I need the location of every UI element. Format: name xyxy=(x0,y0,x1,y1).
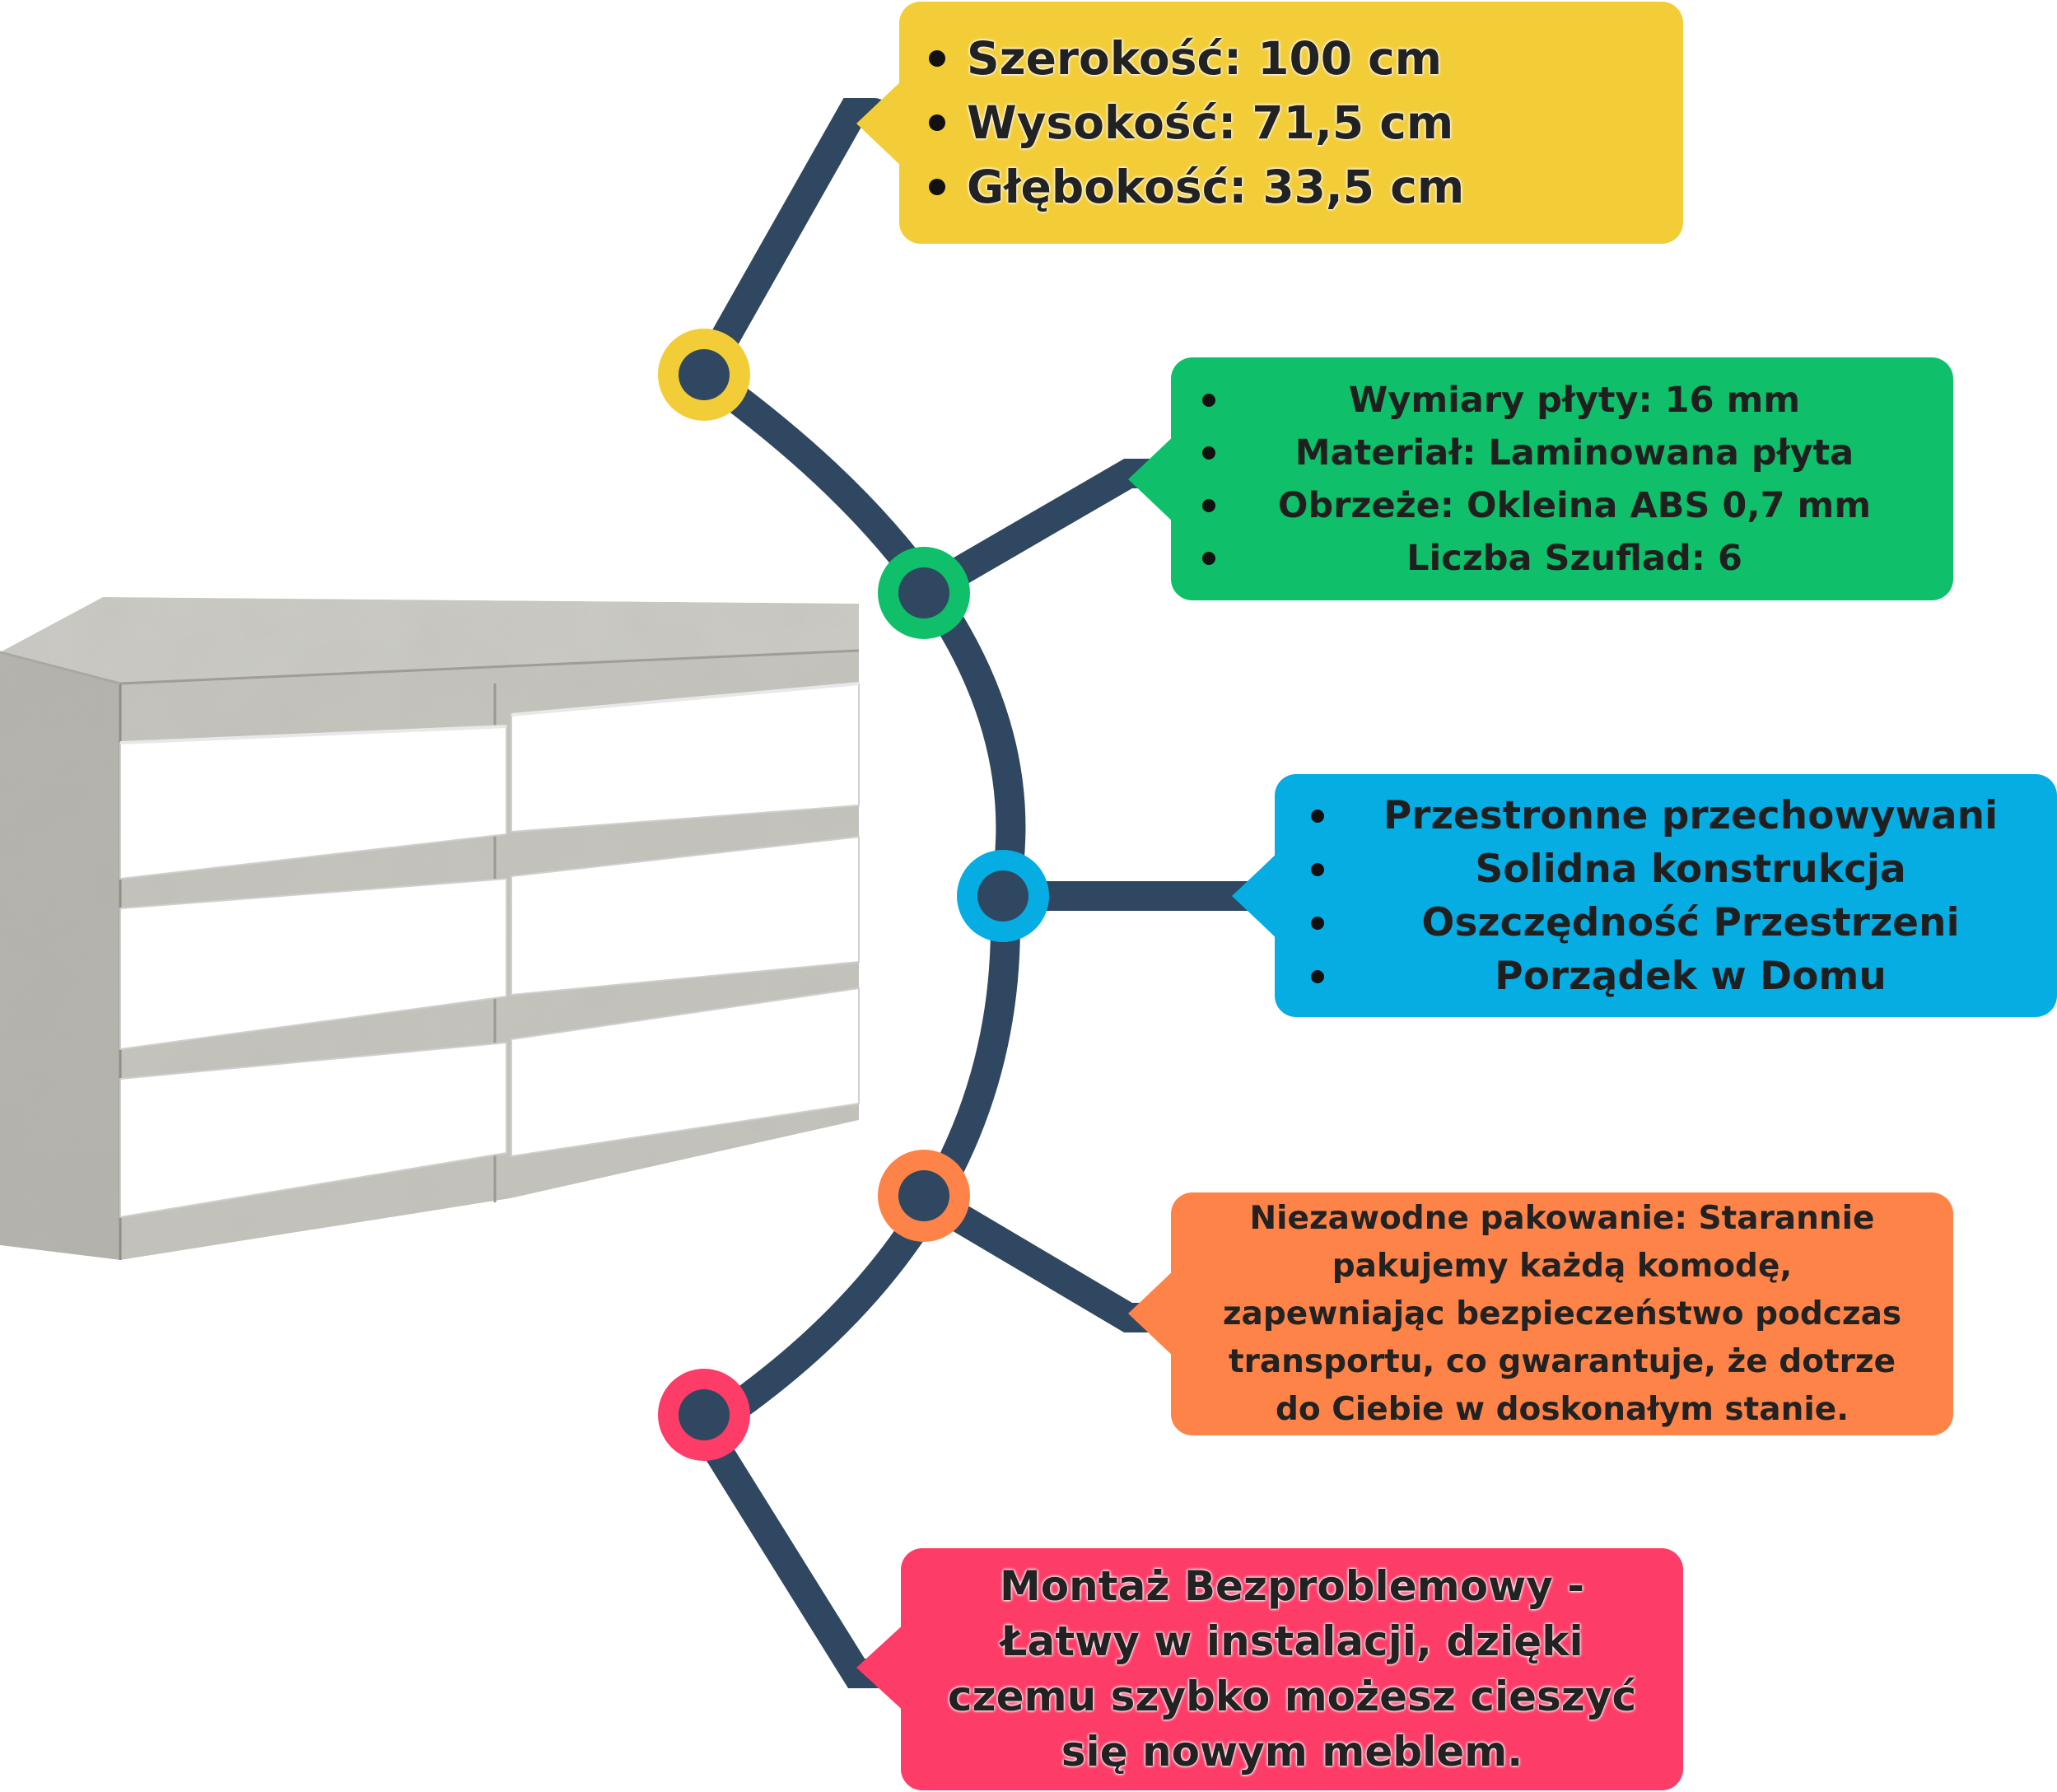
bullet-icon xyxy=(1202,393,1215,407)
material-item: Liczba Szuflad: 6 xyxy=(1171,532,1953,585)
bullet-icon xyxy=(1202,446,1215,460)
benefit-construction: Solidna konstrukcja xyxy=(1475,846,1906,892)
dimension-depth: Głębokość: 33,5 cm xyxy=(929,155,1683,219)
benefit-storage: Przestronne przechowywani xyxy=(1383,792,1999,838)
bullet-icon xyxy=(1311,862,1324,876)
material-item: Obrzeże: Okleina ABS 0,7 mm xyxy=(1171,479,1953,532)
pointer-orange xyxy=(1128,1268,1176,1359)
dimension-width-text: Szerokość: 100 cm xyxy=(967,32,1443,85)
dresser-icon xyxy=(0,597,860,1260)
material-drawer-count: Liczba Szuflad: 6 xyxy=(1406,537,1742,579)
pointer-pink xyxy=(856,1622,906,1713)
timeline-node-yellow xyxy=(658,329,750,421)
drawer-right-2 xyxy=(511,835,860,996)
bullet-icon xyxy=(929,179,945,195)
benefit-order: Porządek w Domu xyxy=(1495,953,1887,999)
bubble-pointers xyxy=(856,78,1280,1713)
bullet-icon xyxy=(1311,969,1324,983)
material-edge: Obrzeże: Okleina ABS 0,7 mm xyxy=(1277,484,1872,526)
connector-yellow xyxy=(689,98,889,390)
material-item: Wymiary płyty: 16 mm xyxy=(1171,374,1953,427)
assembly-box: Montaż Bezproblemowy - Łatwy w instalacj… xyxy=(901,1548,1683,1790)
packing-box: Niezawodne pakowanie: Starannie pakujemy… xyxy=(1171,1192,1953,1435)
drawer-left-2 xyxy=(119,877,507,1051)
materials-list: Wymiary płyty: 16 mm Materiał: Laminowan… xyxy=(1171,374,1953,585)
bullet-icon xyxy=(1202,551,1215,565)
benefits-list: Przestronne przechowywani Solidna konstr… xyxy=(1275,789,2057,1003)
bullet-icon xyxy=(929,114,945,131)
timeline-node-orange xyxy=(878,1150,970,1242)
drawer-right-3 xyxy=(511,987,860,1158)
timeline-node-green xyxy=(878,547,970,639)
bullet-icon xyxy=(1311,916,1324,930)
bullet-icon xyxy=(1202,498,1215,512)
pointer-green xyxy=(1128,434,1176,525)
pointer-yellow xyxy=(856,78,904,169)
material-board-thickness: Wymiary płyty: 16 mm xyxy=(1348,379,1801,421)
dimensions-box: Szerokość: 100 cm Wysokość: 71,5 cm Głęb… xyxy=(899,2,1683,244)
connector-pink xyxy=(689,1414,892,1688)
materials-box: Wymiary płyty: 16 mm Materiał: Laminowan… xyxy=(1171,357,1953,600)
bullet-icon xyxy=(1311,809,1324,823)
benefit-item: Solidna konstrukcja xyxy=(1275,842,2057,896)
pointer-blue xyxy=(1232,851,1280,941)
benefit-item: Porządek w Domu xyxy=(1275,950,2057,1003)
benefit-space-saving: Oszczędność Przestrzeni xyxy=(1421,899,1960,945)
benefits-box: Przestronne przechowywani Solidna konstr… xyxy=(1275,774,2057,1017)
benefit-item: Przestronne przechowywani xyxy=(1275,789,2057,842)
timeline-node-pink xyxy=(658,1369,750,1461)
dimension-width: Szerokość: 100 cm xyxy=(929,26,1683,91)
dimension-height-text: Wysokość: 71,5 cm xyxy=(967,96,1454,149)
material-type: Materiał: Laminowana płyta xyxy=(1294,432,1854,474)
assembly-text: Montaż Bezproblemowy - Łatwy w instalacj… xyxy=(947,1562,1637,1776)
dimensions-list: Szerokość: 100 cm Wysokość: 71,5 cm Głęb… xyxy=(929,26,1683,219)
material-item: Materiał: Laminowana płyta xyxy=(1171,427,1953,479)
bullet-icon xyxy=(929,50,945,67)
packing-text: Niezawodne pakowanie: Starannie pakujemy… xyxy=(1222,1199,1902,1428)
drawer-left-3 xyxy=(119,1041,507,1219)
benefit-item: Oszczędność Przestrzeni xyxy=(1275,896,2057,950)
dimension-depth-text: Głębokość: 33,5 cm xyxy=(967,161,1465,213)
timeline-node-blue xyxy=(957,850,1049,942)
dimension-height: Wysokość: 71,5 cm xyxy=(929,91,1683,155)
